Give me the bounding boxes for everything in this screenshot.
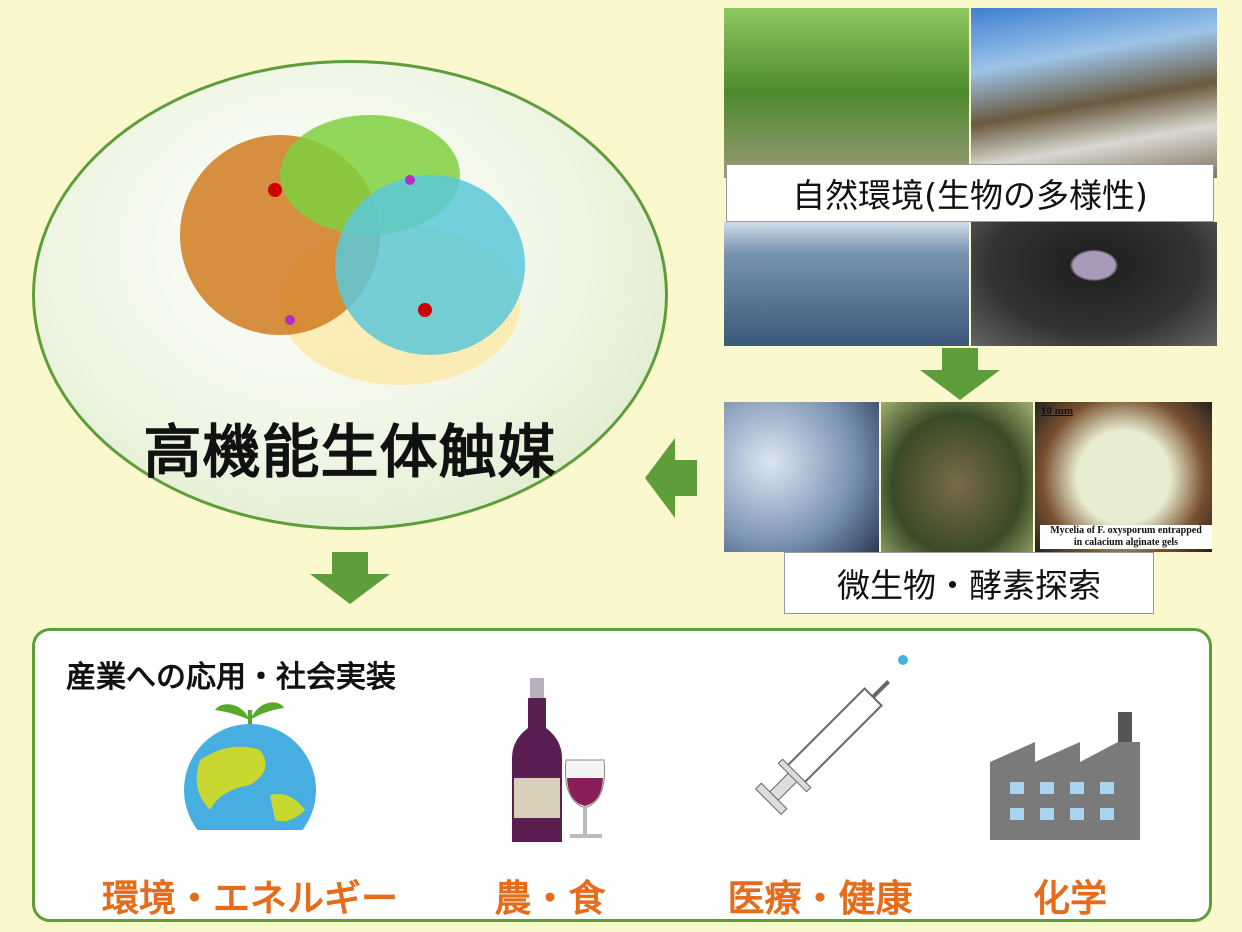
sem-micrograph-photo (724, 402, 879, 552)
syringe-icon (754, 655, 908, 816)
caption-line-1: Mycelia of F. oxysporum entrapped (1050, 525, 1202, 536)
protein-structure-image (180, 115, 525, 385)
sea-photo (724, 222, 969, 346)
earth-sprout-icon (184, 702, 316, 830)
factory-icon (990, 712, 1140, 840)
category-medical-health: 医療・健康 (727, 877, 913, 920)
forest-photo (724, 8, 969, 178)
search-label: 微生物・酵素探索 (784, 552, 1154, 614)
down-arrow-icon (310, 552, 390, 604)
down-arrow-icon (920, 348, 1000, 400)
category-agriculture-food: 農・食 (494, 877, 606, 920)
volcano-photo (971, 8, 1217, 178)
nature-label: 自然環境(生物の多様性) (726, 164, 1214, 222)
left-arrow-icon (645, 438, 697, 518)
category-chemistry: 化学 (1033, 877, 1107, 920)
application-title: 産業への応用・社会実装 (66, 660, 396, 695)
fungus-photo (881, 402, 1033, 552)
scale-bar-label: 10 mm (1041, 405, 1074, 417)
wine-icon (512, 678, 606, 842)
petri-dish-photo (971, 222, 1217, 346)
catalyst-title: 高機能生体触媒 (143, 418, 557, 486)
category-environment-energy: 環境・エネルギー (102, 877, 398, 920)
caption-line-2: in calacium alginate gels (1073, 537, 1179, 548)
